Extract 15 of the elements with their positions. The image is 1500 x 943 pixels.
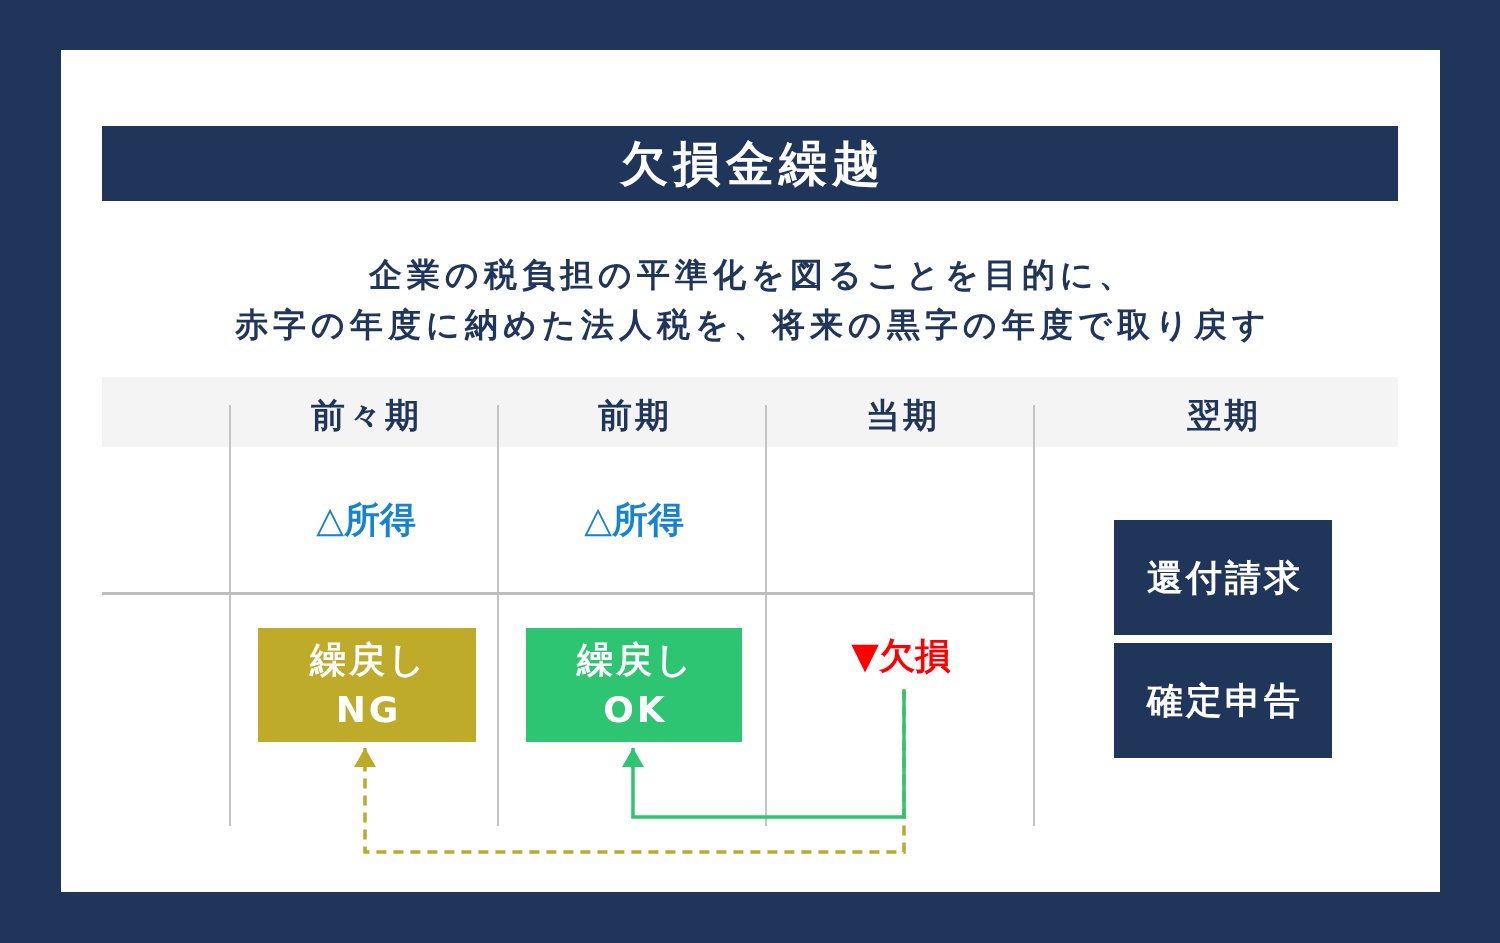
- title-banner: 欠損金繰越: [102, 126, 1398, 201]
- arrow: [622, 689, 906, 819]
- subtitle-text: 企業の税負担の平準化を図ることを目的に、: [367, 255, 1137, 295]
- column-header: 前々期: [310, 394, 422, 436]
- loss-label: ▼欠損: [851, 634, 951, 678]
- income-label: △所得: [584, 498, 684, 542]
- column-header: 前期: [596, 394, 672, 436]
- result-box: 繰戻し NG: [258, 628, 476, 742]
- column-header: 翌期: [1185, 394, 1261, 436]
- subtitle-text: 赤字の年度に納めた法人税を、将来の黒字の年度で取り戻す: [233, 305, 1271, 345]
- column-header: 当期: [864, 394, 940, 436]
- result-box: 繰戻し OK: [526, 628, 742, 742]
- action-box: 確定申告: [1114, 643, 1332, 758]
- action-box: 還付請求: [1114, 520, 1332, 635]
- income-label: △所得: [316, 498, 416, 542]
